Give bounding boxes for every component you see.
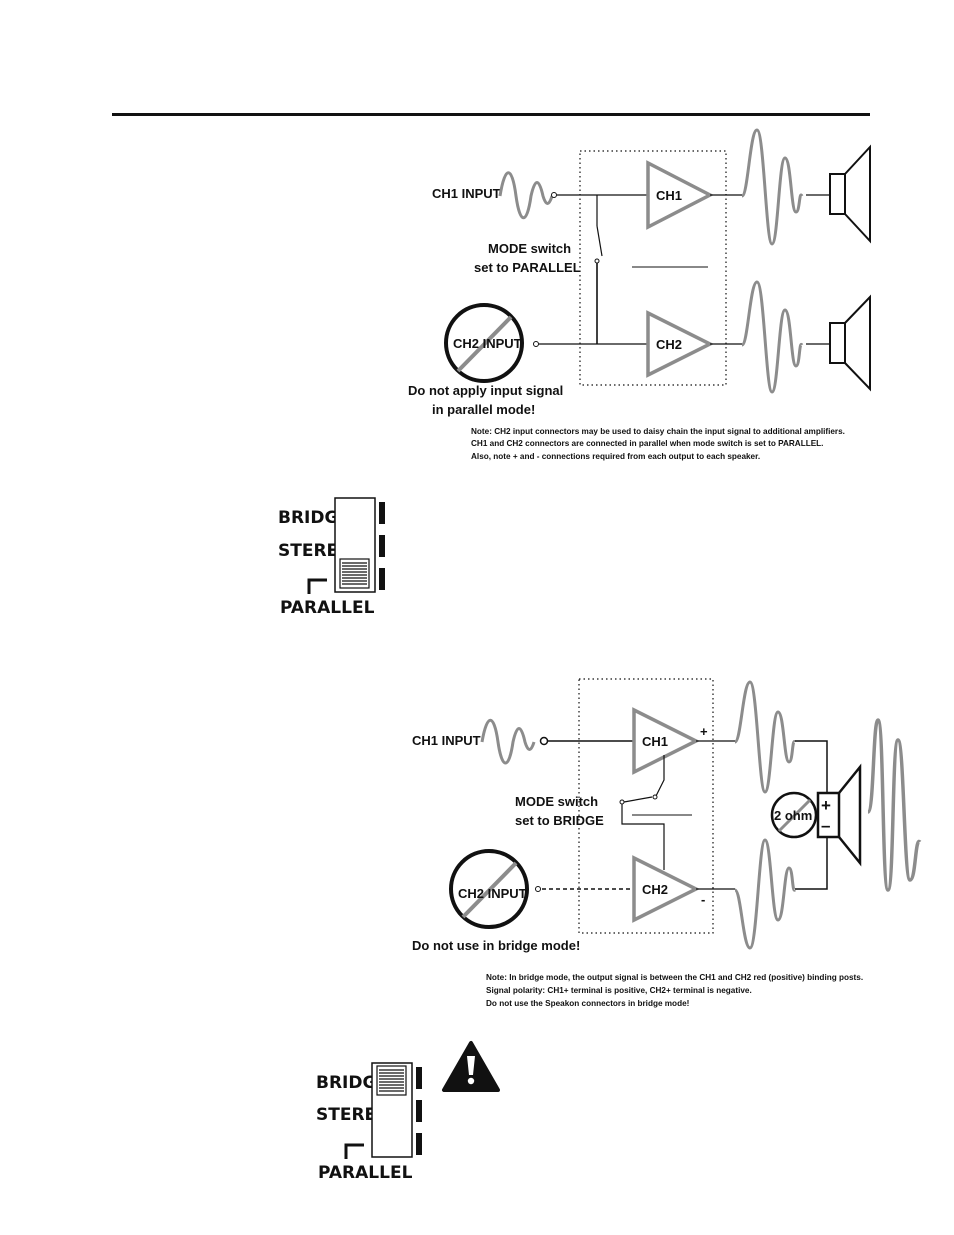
- ch2-input-node: [533, 341, 539, 347]
- amp-chassis-outline: [579, 150, 727, 386]
- switch-label-parallel: PARALLEL: [318, 1163, 413, 1183]
- ch2-amplifier: [632, 855, 700, 923]
- ch1-output-wave-icon: [733, 680, 797, 794]
- speaker-icon: [816, 763, 862, 867]
- bridge-note-3: Do not use the Speakon connectors in bri…: [486, 999, 689, 1008]
- ch1-input-label: CH1 INPUT: [432, 186, 501, 201]
- mode-switch-parallel: BRIDGE STEREO PARALLEL: [278, 497, 385, 618]
- parallel-note-3: Also, note + and - connections required …: [471, 452, 760, 461]
- ch2-output-wave-icon: [733, 838, 797, 950]
- switch-label-stereo: STEREO: [278, 541, 353, 561]
- ch2-input-node: [535, 886, 541, 892]
- ohm-label: 2 ohm: [774, 808, 812, 823]
- mode-switch-bridge: BRIDGE STEREO PARALLEL: [316, 1062, 422, 1183]
- ch1-amp-label: CH1: [656, 188, 682, 203]
- bridge-speaker-wire-minus: [795, 837, 828, 890]
- parallel-warning-2: in parallel mode!: [432, 402, 535, 417]
- parallel-note-1: Note: CH2 input connectors may be used t…: [471, 427, 845, 436]
- switch-pointer: [344, 1143, 364, 1159]
- ch1-amplifier: [646, 160, 714, 230]
- switch-tab: [379, 568, 385, 590]
- bridge-note-1: Note: In bridge mode, the output signal …: [486, 973, 863, 982]
- ch2-minus-sign: -: [701, 892, 705, 907]
- bridge-speaker-wire-plus: [795, 740, 828, 793]
- mode-switch-label-1: MODE switch: [488, 241, 571, 256]
- amp-chassis-outline: [578, 678, 714, 934]
- bridge-switch-link: [623, 796, 653, 803]
- speaker-minus-terminal: –: [821, 816, 830, 835]
- ch1-input-label: CH1 INPUT: [412, 733, 481, 748]
- bridge-switch-contact: [652, 794, 658, 800]
- ch1-input-node: [551, 192, 557, 198]
- speaker-icon: [829, 144, 871, 244]
- ch2-input-label: CH2 INPUT: [453, 336, 522, 351]
- ch2-amp-label: CH2: [642, 882, 668, 897]
- mode-switch-label-1: MODE switch: [515, 794, 598, 809]
- ch1-amplifier: [632, 707, 700, 775]
- switch-label-bridge: BRIDGE: [278, 508, 350, 528]
- speaker-plus-terminal: +: [821, 796, 831, 815]
- mode-switch-label-2: set to BRIDGE: [515, 813, 604, 828]
- switch-knob: [339, 558, 370, 589]
- ch2-output-wave-icon: [740, 280, 804, 394]
- bridge-switch-contact: [619, 799, 625, 805]
- prohibited-sign-icon: [770, 791, 818, 839]
- switch-tab: [416, 1067, 422, 1089]
- speaker-icon: [829, 294, 871, 392]
- header-rule: [112, 113, 870, 116]
- ch1-output-wave-icon: [740, 128, 804, 246]
- ch2-amplifier: [646, 310, 714, 378]
- ch1-plus-sign: +: [700, 724, 708, 739]
- parallel-note-2: CH1 and CH2 connectors are connected in …: [471, 439, 823, 448]
- bridge-switch-wire: [621, 804, 665, 870]
- switch-tab: [379, 535, 385, 557]
- sine-wave-icon: [498, 171, 554, 219]
- switch-knob: [376, 1065, 407, 1096]
- bridge-diagram: CH1 INPUT CH1 + MODE switch set to BRIDG…: [412, 678, 922, 1008]
- parallel-warning-1: Do not apply input signal: [408, 383, 563, 398]
- switch-tab: [416, 1133, 422, 1155]
- bridged-output-wave-icon: [866, 718, 922, 892]
- bridge-warning: Do not use in bridge mode!: [412, 938, 580, 953]
- ch1-amp-label: CH1: [642, 734, 668, 749]
- ch1-input-node: [539, 736, 549, 746]
- warning-triangle-icon: [442, 1041, 500, 1092]
- parallel-diagram: CH1 INPUT CH1 MODE switch set to PARALLE…: [408, 128, 871, 461]
- prohibited-sign-icon: [444, 303, 524, 383]
- switch-pointer: [307, 578, 327, 594]
- switch-label-bridge: BRIDGE: [316, 1073, 388, 1093]
- mode-switch-contact: [594, 258, 600, 264]
- prohibited-sign-icon: [449, 849, 529, 929]
- ch2-amp-label: CH2: [656, 337, 682, 352]
- sine-wave-icon: [480, 719, 536, 765]
- switch-tab: [416, 1100, 422, 1122]
- ch2-input-label: CH2 INPUT: [458, 886, 527, 901]
- bridge-note-2: Signal polarity: CH1+ terminal is positi…: [486, 986, 752, 995]
- switch-label-parallel: PARALLEL: [280, 598, 375, 618]
- switch-tab: [379, 502, 385, 524]
- mode-switch-blade: [596, 225, 603, 257]
- bridge-feedback-wire: [655, 755, 665, 797]
- mode-switch-label-2: set to PARALLEL: [474, 260, 581, 275]
